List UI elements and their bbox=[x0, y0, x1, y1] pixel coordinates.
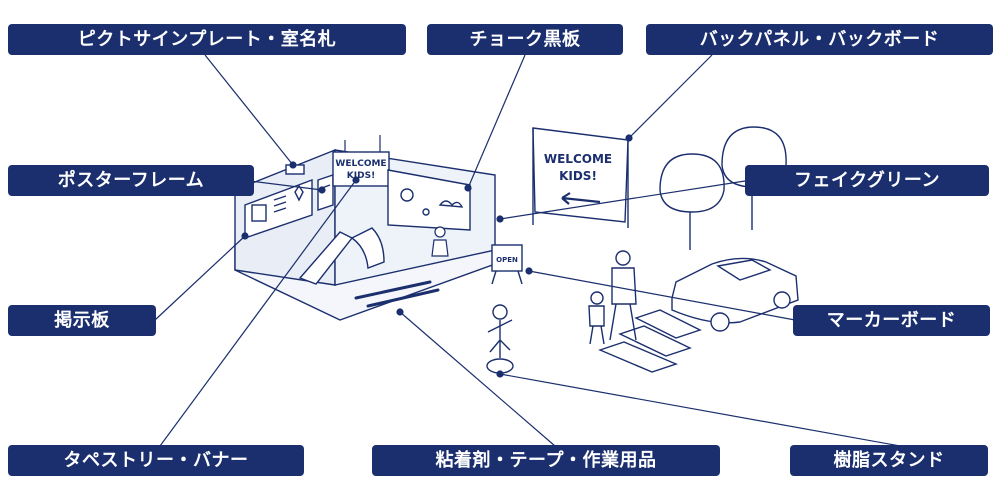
label-fake-green[interactable]: フェイクグリーン bbox=[745, 165, 989, 196]
back-panel: WELCOME KIDS! bbox=[532, 127, 629, 228]
label-poster-frame[interactable]: ポスターフレーム bbox=[8, 165, 254, 196]
hanging-banner: WELCOME KIDS! bbox=[332, 135, 390, 187]
connector-lines bbox=[154, 54, 901, 447]
open-board-stand: OPEN bbox=[491, 244, 523, 285]
banner-line2: KIDS! bbox=[347, 171, 375, 181]
label-chalk-board[interactable]: チョーク黒板 bbox=[427, 24, 623, 55]
car bbox=[671, 257, 799, 332]
banner-line1: WELCOME bbox=[335, 159, 386, 169]
label-pictogram-sign[interactable]: ピクトサインプレート・室名札 bbox=[8, 24, 406, 55]
label-tapestry-banner[interactable]: タペストリー・バナー bbox=[8, 445, 304, 476]
label-back-panel[interactable]: バックパネル・バックボード bbox=[646, 24, 993, 55]
chalkboard bbox=[387, 169, 471, 231]
kid-figure bbox=[431, 226, 449, 257]
bulletin-board bbox=[244, 178, 313, 239]
panel-line1: WELCOME bbox=[544, 152, 612, 166]
panel-line2: KIDS! bbox=[559, 169, 597, 183]
open-sign-text: OPEN bbox=[496, 256, 518, 264]
crosswalk bbox=[598, 309, 702, 373]
label-marker-board[interactable]: マーカーボード bbox=[793, 305, 990, 336]
floor-tape bbox=[354, 280, 440, 308]
label-adhesive-tape[interactable]: 粘着剤・テープ・作業用品 bbox=[372, 445, 720, 476]
label-resin-stand[interactable]: 樹脂スタンド bbox=[790, 445, 988, 476]
resin-stand bbox=[486, 304, 514, 374]
pedestrians bbox=[588, 250, 637, 345]
label-bulletin-board[interactable]: 掲示板 bbox=[8, 305, 156, 336]
slide bbox=[298, 227, 385, 285]
